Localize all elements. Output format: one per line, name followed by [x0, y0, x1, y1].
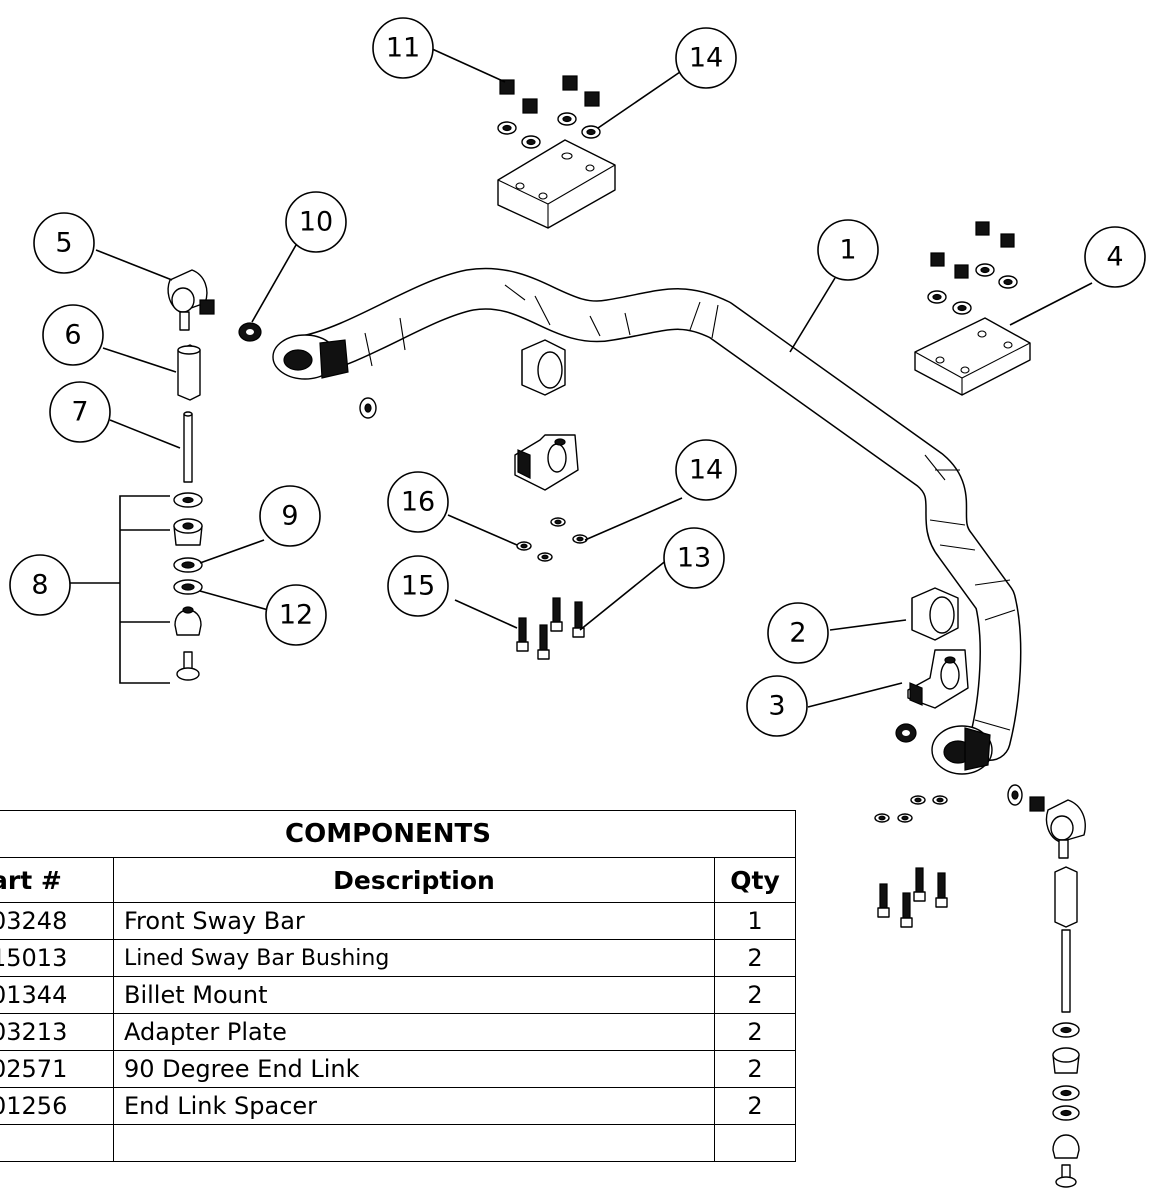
- header-qty: Qty: [714, 857, 796, 903]
- center-billet-mount: [514, 434, 579, 491]
- svg-text:3: 3: [768, 691, 785, 722]
- part-description: End Link Spacer: [113, 1087, 715, 1125]
- svg-text:12: 12: [279, 600, 313, 631]
- part-description: [113, 1124, 715, 1162]
- svg-text:8: 8: [31, 570, 48, 601]
- leader-lines: [95, 47, 1093, 708]
- part-qty: 2: [714, 939, 796, 977]
- loose-washers: [238, 322, 1023, 806]
- part-description: Lined Sway Bar Bushing: [113, 939, 715, 977]
- callout-12: 12: [265, 584, 327, 646]
- part-number: 02571: [0, 1050, 114, 1088]
- callout-5: 5: [33, 212, 95, 274]
- svg-text:16: 16: [401, 487, 435, 518]
- callout-7: 7: [49, 381, 111, 443]
- right-bushing: [911, 587, 959, 641]
- table-row: 01344 Billet Mount 2: [0, 976, 796, 1014]
- callout-14-top: 14: [675, 27, 737, 89]
- svg-text:7: 7: [71, 397, 88, 428]
- left-end-link: [167, 269, 215, 331]
- table-row: 03248 Front Sway Bar 1: [0, 902, 796, 940]
- right-washers-bolts: [874, 795, 948, 928]
- svg-text:9: 9: [281, 501, 298, 532]
- table-row: 02571 90 Degree End Link 2: [0, 1050, 796, 1088]
- table-header-row: art # Description Qty: [0, 857, 796, 903]
- callout-6: 6: [42, 304, 104, 366]
- table-title-row: COMPONENTS: [0, 810, 796, 858]
- part-number: [0, 1124, 114, 1162]
- svg-text:2: 2: [789, 618, 806, 649]
- right-end-link: [1029, 796, 1086, 1188]
- center-washers: [516, 517, 588, 562]
- part-number: 03248: [0, 902, 114, 940]
- svg-text:4: 4: [1106, 242, 1123, 273]
- right-billet-mount: [907, 649, 969, 709]
- svg-text:14: 14: [689, 43, 723, 74]
- part-qty: 2: [714, 976, 796, 1014]
- left-bushing-stack: [173, 492, 203, 681]
- part-description: 90 Degree End Link: [113, 1050, 715, 1088]
- left-stud: [183, 411, 193, 483]
- svg-text:1: 1: [839, 235, 856, 266]
- callout-9: 9: [259, 485, 321, 547]
- top-nuts: [499, 75, 600, 114]
- table-title: COMPONENTS: [0, 810, 796, 858]
- table-row: 03213 Adapter Plate 2: [0, 1013, 796, 1051]
- callout-8: 8: [9, 554, 71, 616]
- svg-text:6: 6: [64, 320, 81, 351]
- header-part-number: art #: [0, 857, 114, 903]
- svg-text:11: 11: [386, 33, 420, 64]
- part-number: 01256: [0, 1087, 114, 1125]
- table-row: 01256 End Link Spacer 2: [0, 1087, 796, 1125]
- header-description: Description: [113, 857, 715, 903]
- part-number: 01344: [0, 976, 114, 1014]
- part-qty: [714, 1124, 796, 1162]
- bracket-8: [64, 495, 170, 684]
- top-adapter-plate: [497, 139, 616, 229]
- part-number: 03213: [0, 1013, 114, 1051]
- center-bolts: [516, 597, 585, 660]
- table-row: [0, 1124, 796, 1162]
- part-qty: 2: [714, 1050, 796, 1088]
- svg-text:15: 15: [401, 571, 435, 602]
- callout-11: 11: [372, 17, 434, 79]
- callout-3: 3: [746, 675, 808, 737]
- callout-16: 16: [387, 471, 449, 533]
- right-adapter-plate: [914, 221, 1031, 396]
- callout-13: 13: [663, 527, 725, 589]
- part-qty: 2: [714, 1013, 796, 1051]
- part-description: Adapter Plate: [113, 1013, 715, 1051]
- callout-15: 15: [387, 555, 449, 617]
- center-bushing: [521, 339, 566, 396]
- svg-text:5: 5: [55, 228, 72, 259]
- svg-text:13: 13: [677, 543, 711, 574]
- sway-bar: [272, 267, 1022, 775]
- callout-14-mid: 14: [675, 439, 737, 501]
- left-spacer: [177, 344, 201, 401]
- components-table: COMPONENTS art # Description Qty 03248 F…: [0, 810, 796, 1162]
- top-washers: [497, 112, 601, 149]
- callout-4: 4: [1084, 226, 1146, 288]
- callout-1: 1: [817, 219, 879, 281]
- part-description: Front Sway Bar: [113, 902, 715, 940]
- part-qty: 1: [714, 902, 796, 940]
- svg-text:14: 14: [689, 455, 723, 486]
- svg-text:10: 10: [299, 207, 333, 238]
- callout-10: 10: [285, 191, 347, 253]
- part-description: Billet Mount: [113, 976, 715, 1014]
- callout-2: 2: [767, 602, 829, 664]
- part-qty: 2: [714, 1087, 796, 1125]
